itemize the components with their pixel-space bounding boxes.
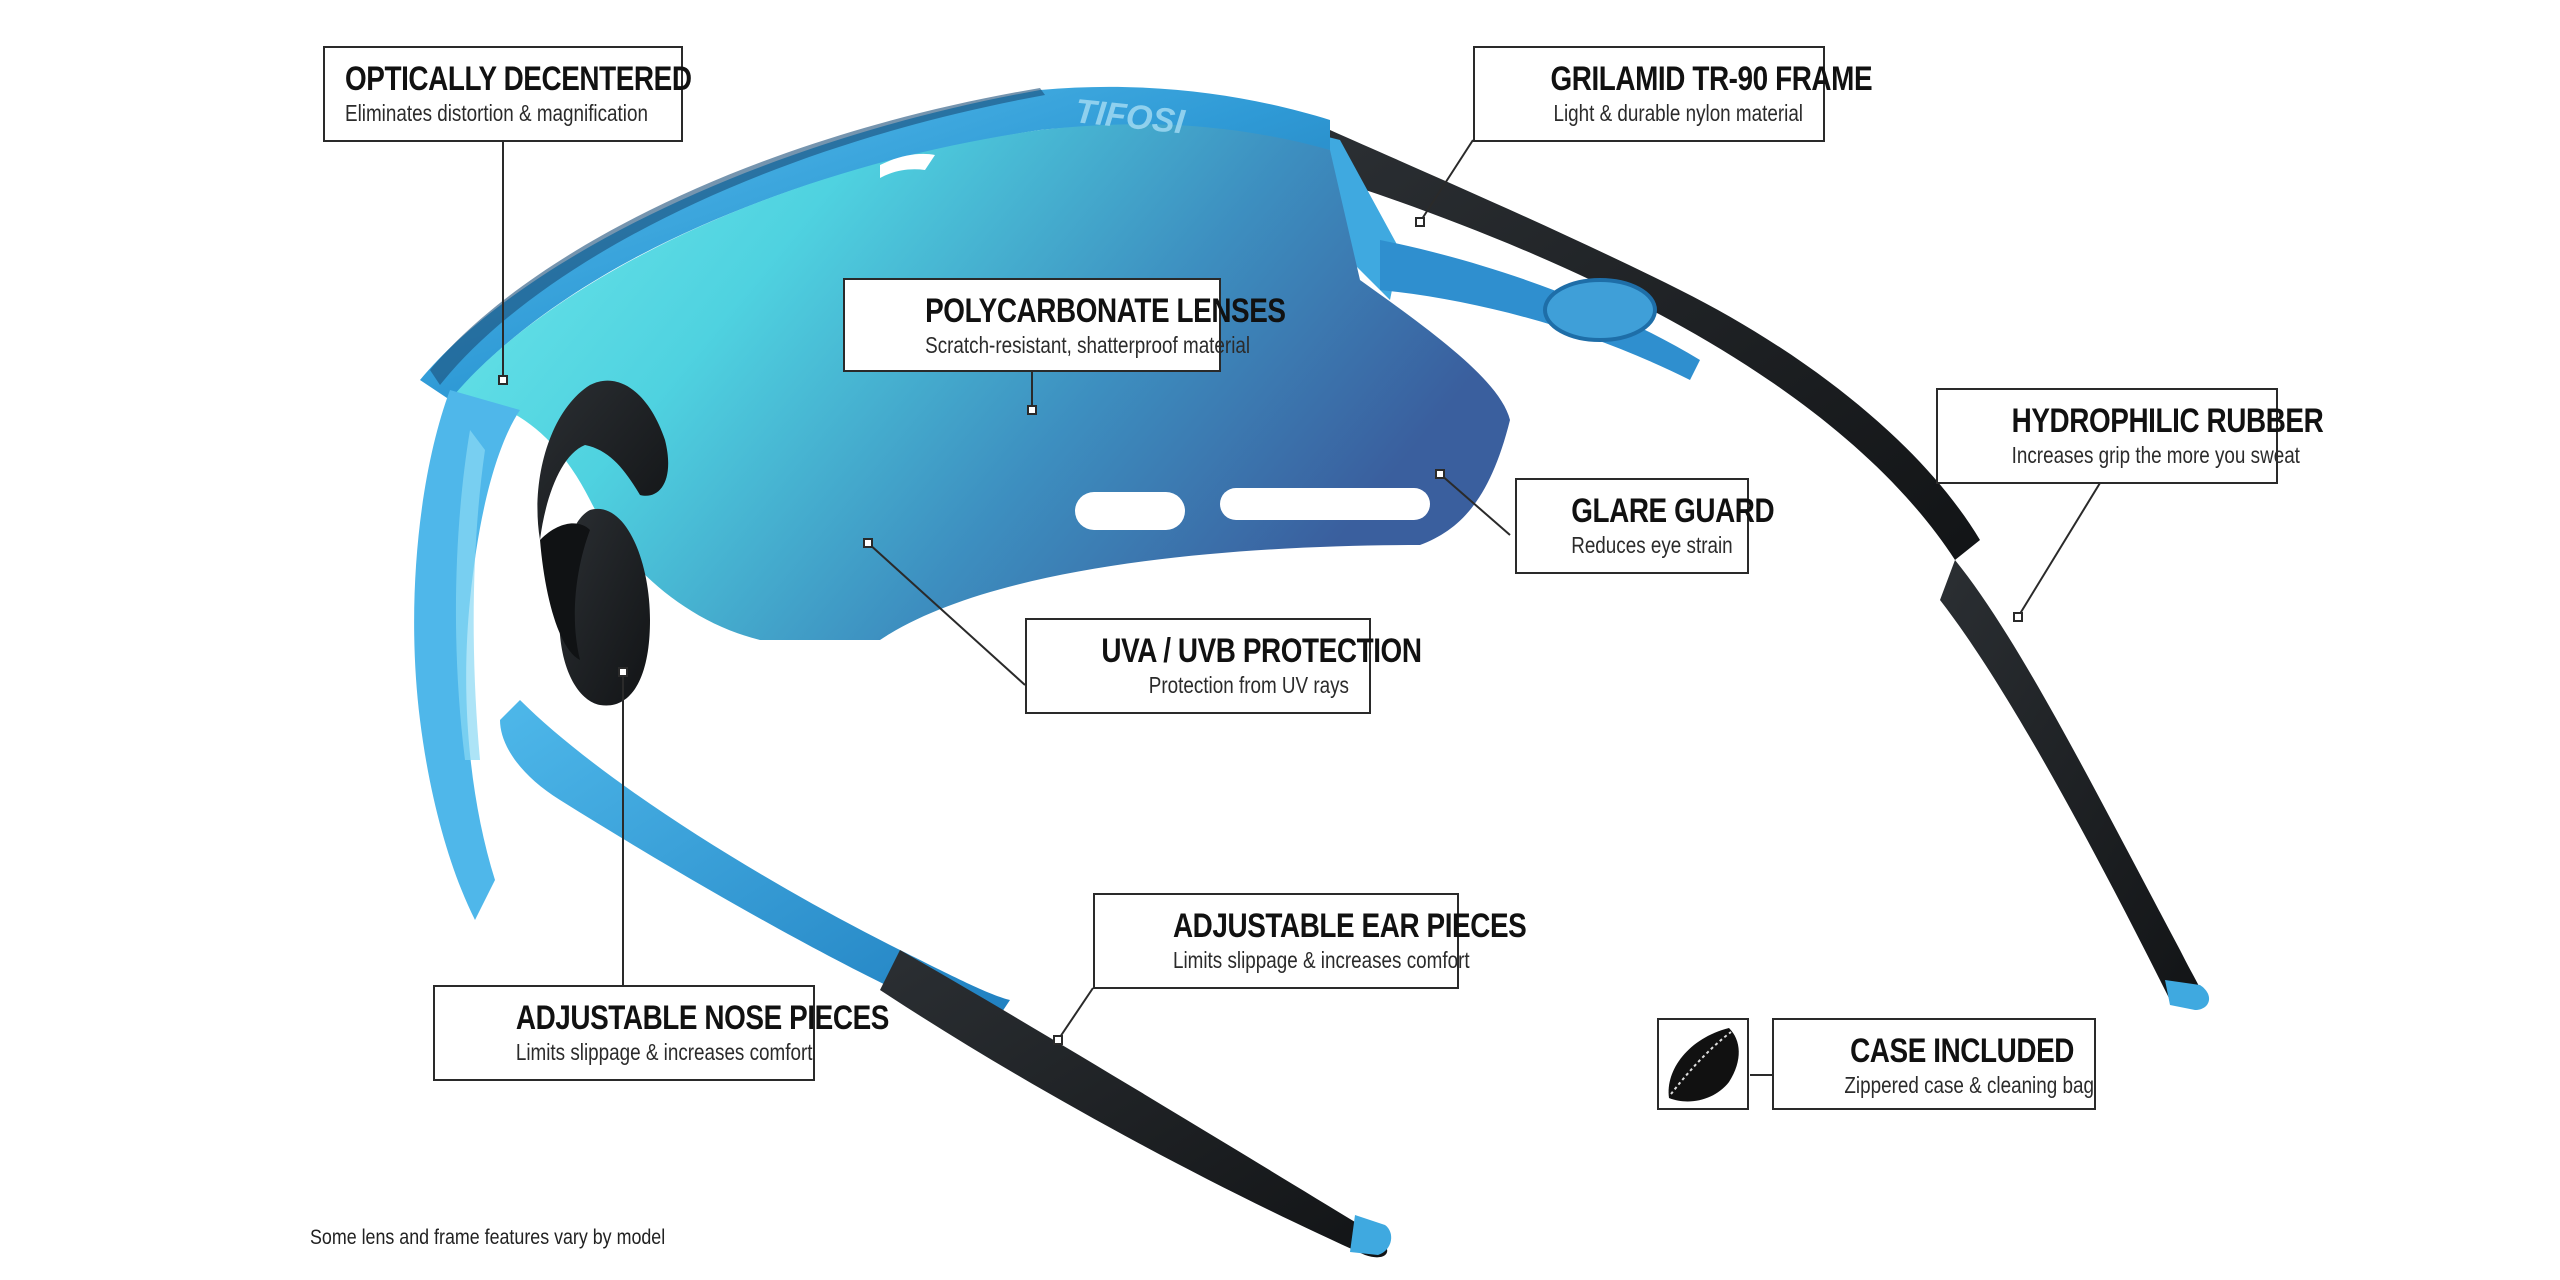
nose-piece-upper: [537, 380, 669, 540]
right-arm-tip: [2165, 980, 2210, 1010]
callout-subtitle: Limits slippage & increases comfort: [515, 1039, 813, 1065]
lens-vent-right: [1220, 488, 1430, 520]
callout-subtitle: Zippered case & cleaning bag: [1844, 1072, 2094, 1098]
left-arm-tip: [1350, 1215, 1392, 1255]
callout-title: ADJUSTABLE NOSE PIECES: [515, 999, 890, 1037]
lens-side-highlight: [455, 430, 485, 760]
brow-vent: [880, 153, 935, 178]
callout-title: CASE INCLUDED: [1850, 1032, 2074, 1070]
nose-piece-pad: [559, 508, 650, 706]
case-icon: [1668, 1028, 1739, 1102]
callout-title: UVA / UVB PROTECTION: [1101, 632, 1422, 670]
right-temple-accent: [1380, 240, 1700, 380]
callout-adjustable-nose-pieces: ADJUSTABLE NOSE PIECES Limits slippage &…: [433, 985, 890, 1081]
callout-title: OPTICALLY DECENTERED: [345, 60, 692, 98]
case-thumbnail: [1657, 1018, 1749, 1110]
leader-lines: [502, 139, 2101, 1076]
nose-piece-pad-back: [540, 523, 590, 660]
lens-side-wrap: [414, 390, 520, 920]
right-ear-piece: [1940, 560, 2204, 1005]
callout-subtitle: Increases grip the more you sweat: [2011, 442, 2300, 468]
callout-subtitle: Protection from UV rays: [1148, 672, 1349, 698]
left-ear-piece: [880, 950, 1388, 1258]
callout-subtitle: Limits slippage & increases comfort: [1172, 947, 1470, 973]
leader-grilamid: [1419, 139, 1474, 223]
leader-hydrophilic: [2017, 482, 2101, 618]
callout-optically-decentered: OPTICALLY DECENTERED Eliminates distorti…: [323, 46, 692, 142]
callout-title: GLARE GUARD: [1571, 492, 1775, 530]
callout-case-included: CASE INCLUDED Zippered case & cleaning b…: [1772, 1018, 2096, 1110]
footnote: Some lens and frame features vary by mod…: [310, 1226, 666, 1249]
callout-title: POLYCARBONATE LENSES: [925, 292, 1286, 330]
callout-polycarbonate-lenses: POLYCARBONATE LENSES Scratch-resistant, …: [843, 278, 1286, 372]
right-temple-arm: [1320, 130, 1980, 560]
callout-title: ADJUSTABLE EAR PIECES: [1172, 907, 1527, 945]
hinge-logo: [1543, 278, 1657, 342]
callout-title: GRILAMID TR-90 FRAME: [1550, 60, 1873, 98]
callout-hydrophilic-rubber: HYDROPHILIC RUBBER Increases grip the mo…: [1936, 388, 2324, 484]
callout-subtitle: Scratch-resistant, shatterproof material: [925, 332, 1251, 358]
callout-grilamid-frame: GRILAMID TR-90 FRAME Light & durable nyl…: [1473, 46, 1873, 142]
callout-subtitle: Eliminates distortion & magnification: [345, 100, 648, 126]
callout-subtitle: Reduces eye strain: [1571, 532, 1733, 558]
left-temple-arm: [500, 700, 1010, 1030]
callout-glare-guard: GLARE GUARD Reduces eye strain: [1515, 478, 1775, 574]
lens-vent-left: [1075, 492, 1185, 530]
callout-adjustable-ear-pieces: ADJUSTABLE EAR PIECES Limits slippage & …: [1093, 893, 1527, 989]
leader-endpoints: [498, 217, 2023, 1045]
callout-uva-uvb-protection: UVA / UVB PROTECTION Protection from UV …: [1025, 618, 1422, 714]
callout-subtitle: Light & durable nylon material: [1553, 100, 1803, 126]
leader-uva: [867, 542, 1026, 686]
leader-glare-guard: [1439, 473, 1511, 536]
leader-ear: [1057, 987, 1094, 1041]
callout-title: HYDROPHILIC RUBBER: [2011, 402, 2324, 440]
